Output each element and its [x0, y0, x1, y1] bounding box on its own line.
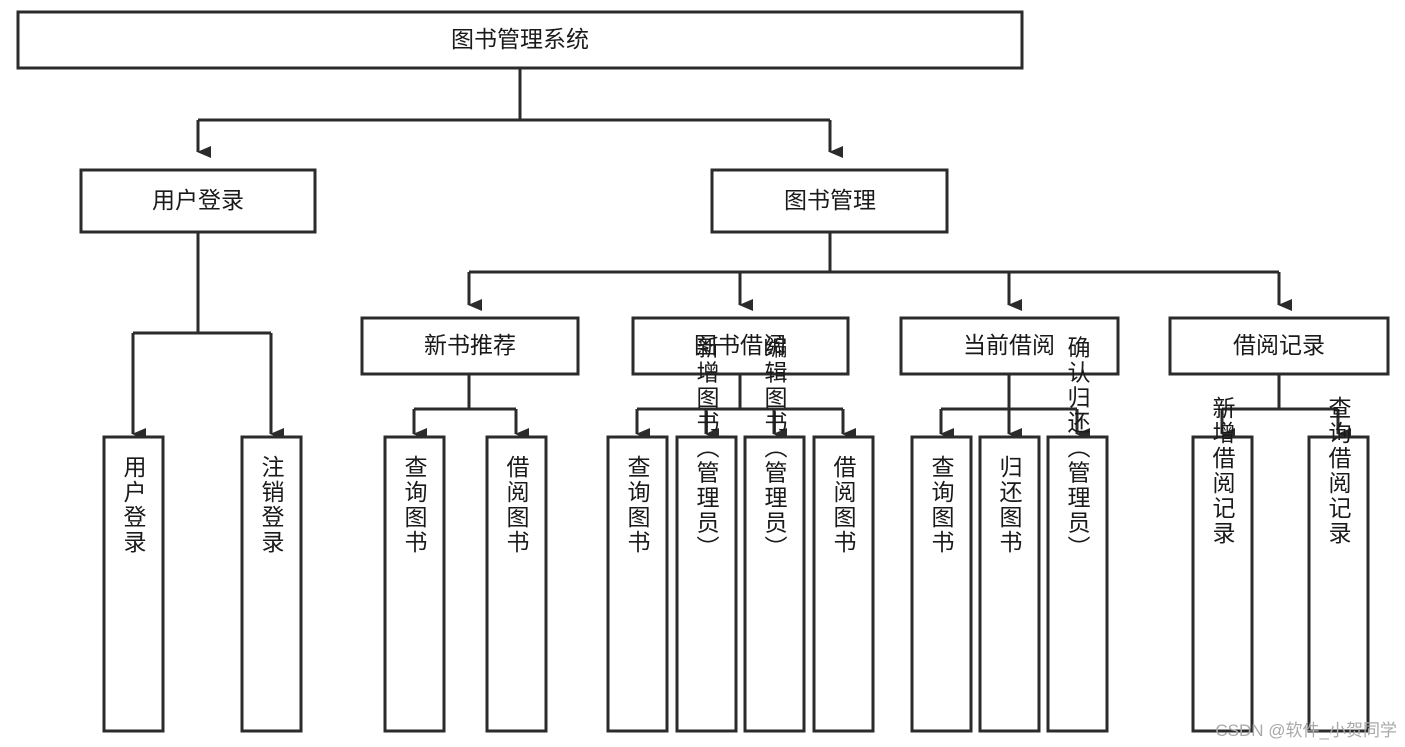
node-leaf-query-record[interactable]: 查询借阅记录: [1307, 396, 1370, 733]
node-current-borrow[interactable]: 当前借阅: [899, 316, 1120, 376]
node-leaf-edit-book-label: 编辑图书（管理员）: [761, 336, 788, 561]
node-leaf-add-book-box[interactable]: [675, 435, 738, 733]
node-leaf-query-book-1[interactable]: 查询图书: [383, 435, 446, 733]
node-leaf-return-book[interactable]: 归还图书: [978, 435, 1041, 733]
node-leaf-user-login-box[interactable]: [102, 435, 165, 733]
node-new-book-recommend[interactable]: 新书推荐: [360, 316, 580, 376]
edges-layer: [131, 68, 1351, 440]
node-root-label: 图书管理系统: [451, 26, 589, 52]
node-leaf-borrow-book-1-box[interactable]: [485, 435, 548, 733]
node-new-book-recommend-label: 新书推荐: [424, 332, 516, 358]
node-book-management-label: 图书管理: [784, 187, 876, 213]
node-leaf-borrow-book-2[interactable]: 借阅图书: [812, 435, 875, 733]
node-borrow-record-box[interactable]: [1168, 316, 1390, 376]
node-leaf-confirm-return-box[interactable]: [1046, 435, 1109, 733]
node-leaf-add-record-box[interactable]: [1191, 435, 1254, 733]
node-book-borrow-label: 图书借阅: [694, 332, 786, 358]
node-leaf-query-record-box[interactable]: [1307, 435, 1370, 733]
node-leaf-query-book-1-box[interactable]: [383, 435, 446, 733]
node-leaf-logout-box[interactable]: [240, 435, 303, 733]
node-leaf-edit-book-box[interactable]: [743, 435, 806, 733]
node-leaf-borrow-book-1[interactable]: 借阅图书: [485, 435, 548, 733]
node-book-management[interactable]: 图书管理: [710, 168, 949, 234]
node-leaf-query-book-3-box[interactable]: [910, 435, 973, 733]
node-user-login-box[interactable]: [79, 168, 317, 234]
node-leaf-add-book[interactable]: 新增图书（管理员）: [675, 336, 738, 733]
node-current-borrow-box[interactable]: [899, 316, 1120, 376]
node-leaf-query-book-3[interactable]: 查询图书: [910, 435, 973, 733]
node-book-management-box[interactable]: [710, 168, 949, 234]
node-borrow-record-label: 借阅记录: [1233, 332, 1325, 358]
node-new-book-recommend-box[interactable]: [360, 316, 580, 376]
node-leaf-add-record[interactable]: 新增借阅记录: [1191, 396, 1254, 733]
node-leaf-logout-label: 注销登录: [258, 455, 285, 555]
node-leaf-confirm-return[interactable]: 确认归还（管理员）: [1046, 336, 1109, 733]
node-user-login-label: 用户登录: [152, 187, 244, 213]
csdn-watermark: CSDN @软件_小贺同学: [1215, 721, 1397, 740]
node-current-borrow-label: 当前借阅: [963, 332, 1055, 358]
node-root[interactable]: 图书管理系统: [16, 10, 1024, 70]
node-leaf-borrow-book-1-label: 借阅图书: [503, 455, 530, 555]
node-leaf-return-book-label: 归还图书: [996, 455, 1023, 555]
node-borrow-record[interactable]: 借阅记录: [1168, 316, 1390, 376]
node-book-borrow-box[interactable]: [631, 316, 850, 376]
node-leaf-query-book-1-label: 查询图书: [401, 455, 428, 555]
node-leaf-confirm-return-label: 确认归还（管理员）: [1064, 336, 1091, 561]
node-leaf-query-record-label: 查询借阅记录: [1325, 396, 1352, 546]
node-leaf-borrow-book-2-label: 借阅图书: [830, 455, 857, 555]
node-leaf-borrow-book-2-box[interactable]: [812, 435, 875, 733]
node-leaf-edit-book[interactable]: 编辑图书（管理员）: [743, 336, 806, 733]
node-leaf-add-book-label: 新增图书（管理员）: [693, 336, 720, 561]
node-book-borrow[interactable]: 图书借阅: [631, 316, 850, 376]
node-root-box[interactable]: [16, 10, 1024, 70]
node-leaf-query-book-2[interactable]: 查询图书: [606, 435, 669, 733]
node-leaf-query-book-3-label: 查询图书: [928, 455, 955, 555]
node-leaf-query-book-2-label: 查询图书: [624, 455, 651, 555]
node-user-login[interactable]: 用户登录: [79, 168, 317, 234]
node-leaf-user-login[interactable]: 用户登录: [102, 435, 165, 733]
node-leaf-user-login-label: 用户登录: [120, 455, 147, 555]
node-leaf-logout[interactable]: 注销登录: [240, 435, 303, 733]
node-leaf-query-book-2-box[interactable]: [606, 435, 669, 733]
node-leaf-add-record-label: 新增借阅记录: [1209, 396, 1236, 546]
node-leaf-return-book-box[interactable]: [978, 435, 1041, 733]
